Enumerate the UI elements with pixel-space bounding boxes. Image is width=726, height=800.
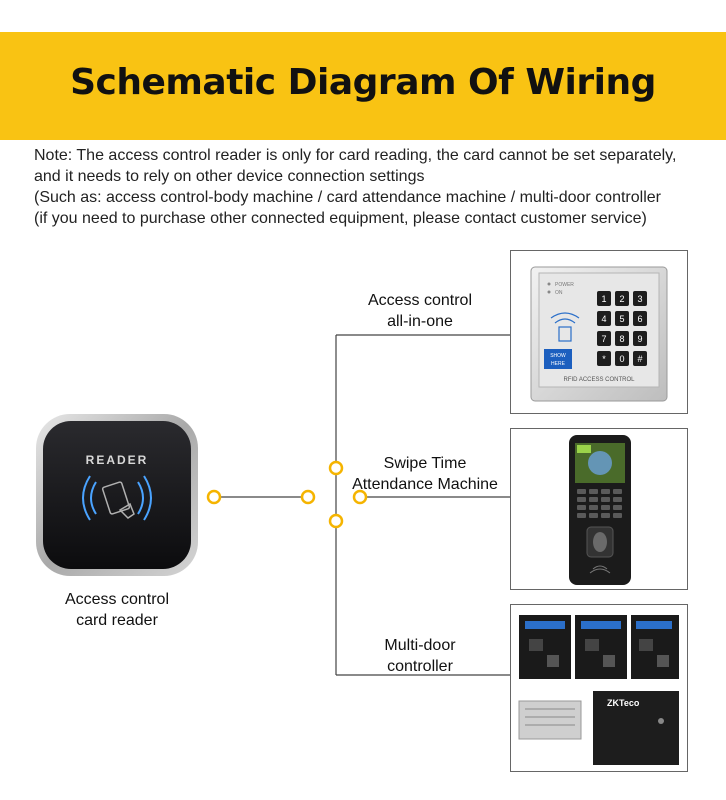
keypad-key <box>633 291 647 306</box>
attendance-key <box>577 505 586 510</box>
attendance-key <box>601 513 610 518</box>
keypad-key-label: 9 <box>637 334 642 344</box>
attendance-key <box>577 489 586 494</box>
controller-label: Multi-door controller <box>345 635 495 677</box>
title-banner: Schematic Diagram Of Wiring <box>0 32 726 140</box>
svg-text:SHOW: SHOW <box>550 353 566 359</box>
attendance-label: Swipe Time Attendance Machine <box>340 453 510 495</box>
keypad-key <box>597 291 611 306</box>
keypad-footer: RFID ACCESS CONTROL <box>563 377 635 383</box>
keypad-key <box>615 311 629 326</box>
keypad-key <box>633 311 647 326</box>
note-text: Note: The access control reader is only … <box>34 145 714 229</box>
attendance-connector-dot <box>352 489 368 505</box>
note-line: (if you need to purchase other connected… <box>34 210 647 227</box>
keypad-key-label: 6 <box>637 314 642 324</box>
caption-line: card reader <box>76 612 158 629</box>
show-here-badge <box>544 349 572 369</box>
keypad-key-label: 2 <box>619 294 624 304</box>
keypad-key-label: * <box>602 354 606 364</box>
rfid-wave-icon <box>82 475 152 521</box>
attendance-key <box>613 513 622 518</box>
led-label: ON <box>555 290 563 296</box>
keypad-key <box>597 351 611 366</box>
upper-bus-connector-dot <box>328 460 344 476</box>
keypad-key-label: 5 <box>619 314 624 324</box>
keypad-key <box>597 311 611 326</box>
label-line: controller <box>387 658 453 675</box>
attendance-key <box>589 505 598 510</box>
attendance-key <box>613 505 622 510</box>
attendance-key <box>589 489 598 494</box>
attendance-key <box>613 497 622 502</box>
keypad-key <box>633 331 647 346</box>
keypad-key-label: 0 <box>619 354 624 364</box>
keypad-key <box>615 331 629 346</box>
power-supply-unit <box>518 700 582 740</box>
attendance-key <box>601 489 610 494</box>
card-reader-image: READER <box>36 414 198 576</box>
controller-board <box>575 615 627 679</box>
attendance-key <box>601 505 610 510</box>
keypad-key <box>615 291 629 306</box>
keypad-device-image: POWER ON SHOW HERE 1 2 3 4 5 6 7 8 9 * 0 # RFID ACC… <box>530 266 668 402</box>
label-line: Attendance Machine <box>352 476 498 493</box>
note-line: Note: The access control reader is only … <box>34 147 677 164</box>
all-in-one-image-box: POWER ON SHOW HERE 1 2 3 4 5 6 7 8 9 * 0 # RFID ACC… <box>510 250 688 414</box>
keypad-key <box>615 351 629 366</box>
hub-connector-dot <box>300 489 316 505</box>
rfid-wave-icon <box>550 312 580 324</box>
label-line: Access control <box>367 292 473 309</box>
label-line: all-in-one <box>387 313 453 330</box>
attendance-key <box>613 489 622 494</box>
keypad-key-label: 1 <box>601 294 606 304</box>
keypad-key <box>597 331 611 346</box>
keypad-key-label: 3 <box>637 294 642 304</box>
page-title: Schematic Diagram Of Wiring <box>70 62 656 103</box>
led-label: POWER <box>555 282 574 288</box>
controller-board <box>519 615 571 679</box>
controller-image-box: ZKTeco <box>510 604 688 772</box>
label-line: Swipe Time <box>383 455 467 472</box>
controller-board <box>631 615 679 679</box>
lower-bus-connector-dot <box>328 513 344 529</box>
keypad-key-label: 7 <box>601 334 606 344</box>
reader-connector-dot <box>206 489 222 505</box>
note-line: and it needs to rely on other device con… <box>34 168 425 185</box>
svg-text:HERE: HERE <box>551 361 566 367</box>
rfid-wave-icon <box>589 565 611 574</box>
controller-cabinet: ZKTeco <box>593 691 679 765</box>
keypad-key-label: 8 <box>619 334 624 344</box>
attendance-device-image <box>569 435 631 585</box>
controller-boards-image: ZKTeco <box>518 615 679 765</box>
keypad-key <box>633 351 647 366</box>
all-in-one-label: Access control all-in-one <box>345 290 495 332</box>
keypad-key-label: # <box>637 354 642 364</box>
attendance-key <box>589 497 598 502</box>
caption-line: Access control <box>64 591 170 608</box>
card-icon <box>558 326 572 342</box>
attendance-key <box>577 497 586 502</box>
note-line: (Such as: access control-body machine / … <box>34 189 661 206</box>
card-reader-caption: Access control card reader <box>34 589 200 631</box>
attendance-key <box>589 513 598 518</box>
brand-logo: ZKTeco <box>607 698 640 708</box>
hand-icon <box>118 502 135 519</box>
label-line: Multi-door <box>384 637 456 654</box>
reader-device-label: READER <box>86 453 149 467</box>
attendance-image-box <box>510 428 688 590</box>
attendance-keys <box>577 489 622 518</box>
attendance-key <box>601 497 610 502</box>
keypad-key-label: 4 <box>601 314 606 324</box>
attendance-key <box>577 513 586 518</box>
keypad-keys: 1 2 3 4 5 6 7 8 9 * 0 # <box>597 291 647 366</box>
